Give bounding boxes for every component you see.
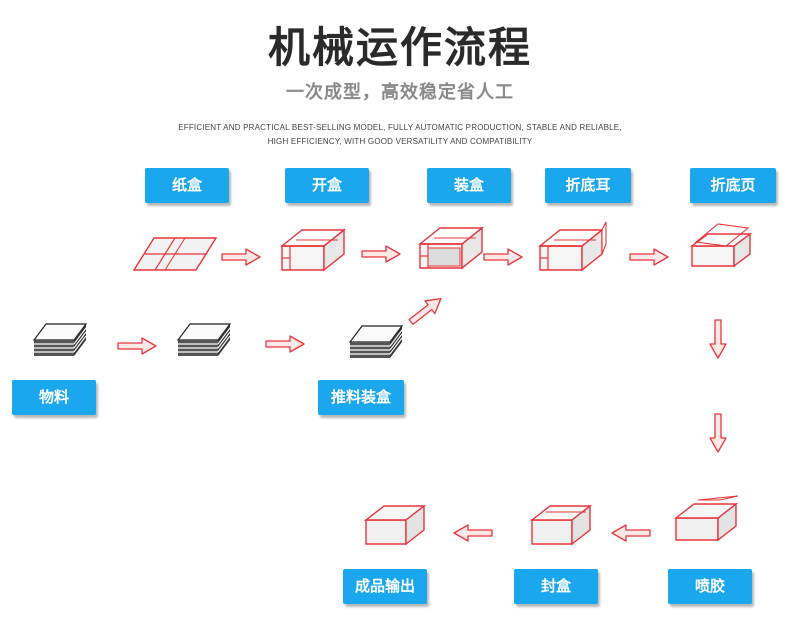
flat-carton-icon	[132, 237, 218, 271]
loaded-box-icon	[419, 227, 483, 269]
arrow-down-icon	[709, 413, 727, 453]
page-subtitle: 一次成型，高效稳定省人工	[286, 82, 514, 103]
material-stack-icon	[349, 325, 403, 359]
description-line-1: EFFICIENT AND PRACTICAL BEST-SELLING MOD…	[178, 123, 622, 132]
arrow-right-icon	[221, 248, 261, 266]
arrow-down-icon	[709, 319, 727, 359]
description-line-2: HIGH EFFICIENCY, WITH GOOD VERSATILITY A…	[267, 137, 533, 146]
arrow-right-icon	[361, 245, 401, 263]
step-label-fold-page: 折底页	[690, 168, 776, 203]
arrow-left-icon	[611, 524, 651, 542]
material-stack-icon	[33, 323, 87, 357]
glued-box-icon	[673, 495, 739, 542]
step-label-load-box: 装盒	[427, 168, 511, 203]
page-title: 机械运作流程	[267, 23, 532, 72]
open-box-icon	[281, 229, 345, 271]
arrow-right-icon	[483, 248, 523, 266]
finished-box-icon	[365, 505, 425, 545]
arrow-right-icon	[629, 248, 669, 266]
step-label-output: 成品输出	[343, 569, 427, 604]
arrow-right-icon	[117, 337, 157, 355]
arrow-right-icon	[265, 335, 305, 353]
arrow-left-icon	[453, 524, 493, 542]
step-label-glue: 喷胶	[668, 569, 752, 604]
arrow-up-right-icon	[405, 291, 447, 329]
fold-page-box-icon	[689, 223, 753, 268]
step-label-push-load: 推料装盒	[318, 380, 404, 415]
fold-ear-box-icon	[539, 221, 607, 271]
step-label-open-box: 开盒	[285, 168, 369, 203]
step-label-seal: 封盒	[514, 569, 598, 604]
material-stack-icon	[177, 323, 231, 357]
sealed-box-icon	[531, 505, 591, 545]
step-label-paper-box: 纸盒	[145, 168, 229, 203]
step-label-fold-ear: 折底耳	[545, 168, 631, 203]
step-label-material: 物料	[12, 380, 96, 415]
